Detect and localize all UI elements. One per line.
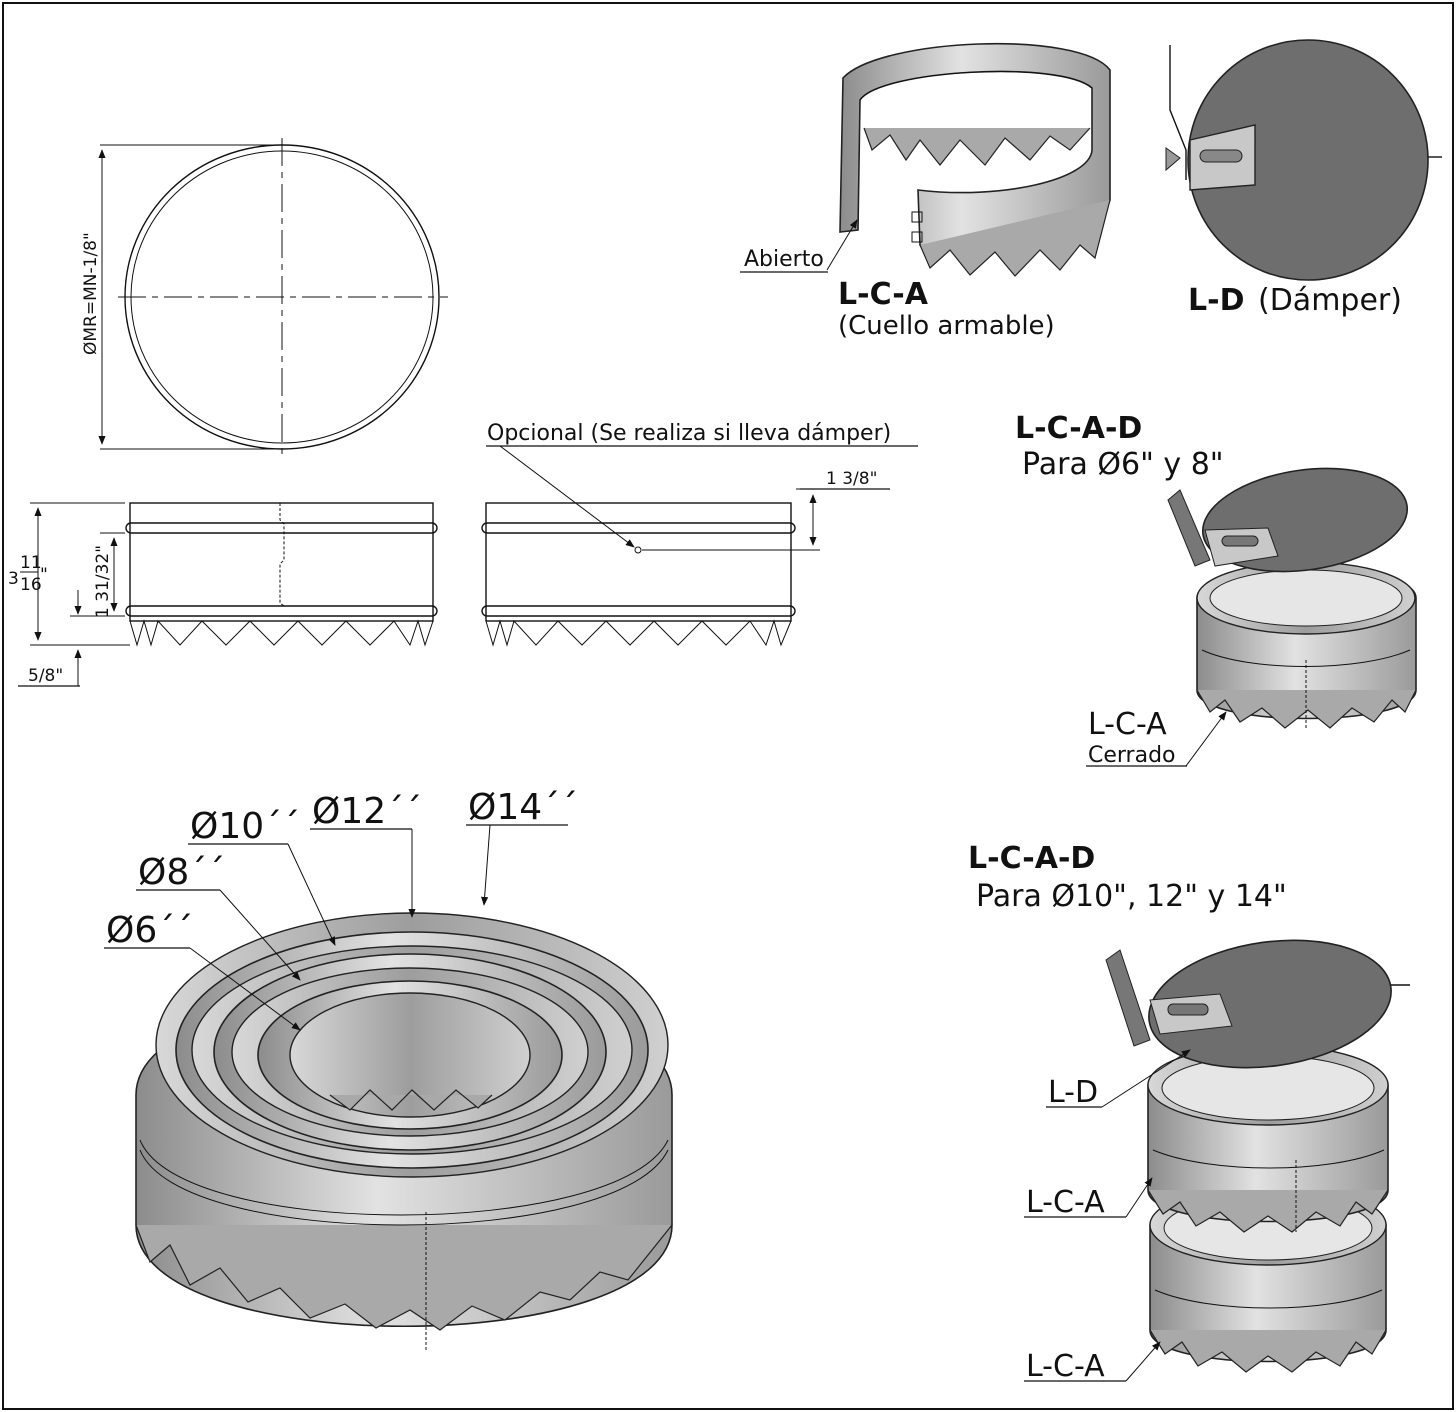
dim-5-8-label: 5/8" [28,666,63,686]
lcad-large-assembly: L-C-A-D Para Ø10", 12" y 14" L-D L-C-A L… [968,841,1410,1384]
dim-3-unit: " [40,565,48,585]
dim-3-denominator: 16 [20,575,42,595]
cerrado-label: Cerrado [1088,743,1176,768]
lcad-small-title: L-C-A-D [1015,411,1142,446]
diameter-12-label: Ø12´´ [312,791,422,832]
dim-1-31-32-label: 1 31/32" [93,545,113,618]
front-view-left: 3 11 16 " 1 31/32" 5/8" [8,502,438,687]
abierto-label: Abierto [744,247,824,272]
lca-closed-label: L-C-A [1088,707,1167,742]
lcad-small-assembly: L-C-A-D Para Ø6" y 8" L-C-A Cerrado [1015,411,1417,768]
lca-title: L-C-A [838,277,929,312]
lcad-large-title: L-C-A-D [968,841,1095,876]
dim-3-numerator: 11 [20,553,42,573]
diameter-formula-label: ØMR=MN-1/8" [81,232,101,355]
dim-3-whole: 3 [8,569,19,589]
diameter-10-label: Ø10´´ [190,806,300,847]
front-view-right: 1 3/8" Opcional (Se realiza si lleva dám… [481,421,918,647]
optional-note: Opcional (Se realiza si lleva dámper) [487,421,891,446]
lca-leader-2-label: L-C-A [1026,1349,1105,1384]
ld-title: L-D [1188,283,1244,318]
ld-subtitle: (Dámper) [1258,283,1402,318]
lca-open-collar-illustration: Abierto L-C-A (Cuello armable) [740,42,1111,341]
diameter-14-label: Ø14´´ [468,787,578,828]
lcad-large-subtitle: Para Ø10", 12" y 14" [976,879,1287,914]
ld-damper-illustration: L-D (Dámper) [1165,39,1442,318]
top-view-circle: ØMR=MN-1/8" [81,138,448,456]
lca-subtitle: (Cuello armable) [838,311,1055,341]
ld-leader-label: L-D [1048,1075,1098,1110]
diameter-6-label: Ø6´´ [106,910,193,951]
nested-collars-illustration: Ø6´´ Ø8´´ Ø10´´ Ø12´´ Ø14´´ [104,787,673,1350]
lca-leader-1-label: L-C-A [1026,1185,1105,1220]
lcad-small-subtitle: Para Ø6" y 8" [1022,447,1224,482]
dim-1-3-8-label: 1 3/8" [826,469,877,489]
diameter-8-label: Ø8´´ [138,852,225,893]
